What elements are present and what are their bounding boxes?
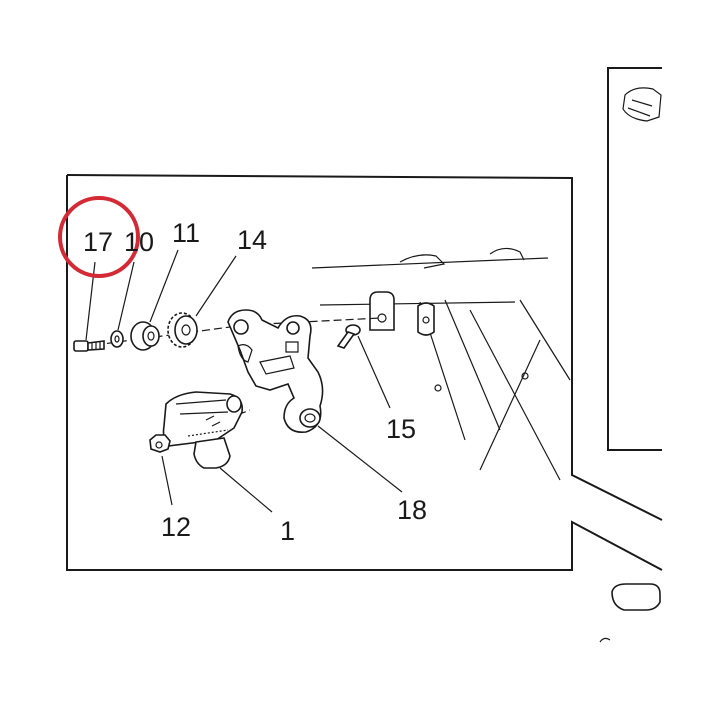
callout-17[interactable]: 17: [83, 227, 113, 257]
highlight-circle: [58, 196, 140, 278]
nut-part-12: [149, 434, 171, 453]
spacer-part-11: [130, 321, 160, 351]
bracket-part-18: [227, 309, 324, 434]
washer-part-10: [110, 330, 124, 348]
leader-lines: [85, 249, 403, 513]
callout-labels: 17 10 11 14 15 18 12 1: [83, 218, 427, 546]
inset-frame-right: [607, 67, 662, 451]
callout-15[interactable]: 15: [386, 414, 416, 444]
callout-12[interactable]: 12: [161, 512, 191, 542]
bolt-part-17: [73, 340, 105, 352]
lower-part: [599, 583, 661, 643]
detail-frame: [66, 174, 663, 571]
callout-1[interactable]: 1: [280, 516, 295, 546]
sensor-part-1: [162, 391, 244, 469]
frame-structure: [311, 247, 571, 481]
callout-11[interactable]: 11: [172, 218, 200, 248]
callout-14[interactable]: 14: [237, 225, 267, 255]
callout-10[interactable]: 10: [124, 227, 154, 257]
gear-part-14: [167, 312, 198, 348]
bolt-part-15: [336, 324, 361, 349]
callout-18[interactable]: 18: [397, 495, 427, 525]
